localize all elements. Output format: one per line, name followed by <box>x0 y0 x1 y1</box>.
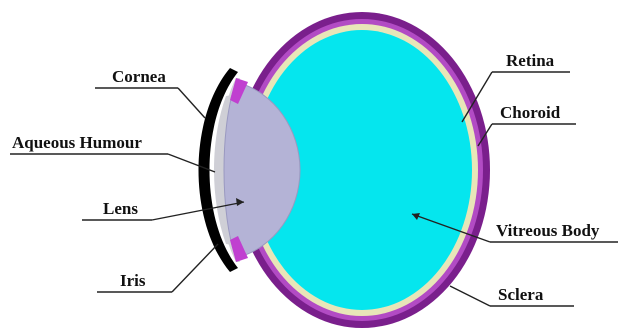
iris-leader <box>172 244 218 292</box>
lens-label: Lens <box>103 199 138 218</box>
aqueous-humour-label: Aqueous Humour <box>12 133 142 152</box>
sclera-label: Sclera <box>498 285 544 304</box>
cornea-label: Cornea <box>112 67 166 86</box>
iris-label: Iris <box>120 271 146 290</box>
retina-label: Retina <box>506 51 555 70</box>
choroid-label: Choroid <box>500 103 561 122</box>
cornea-leader <box>178 88 205 118</box>
vitreous-body-label: Vitreous Body <box>496 221 600 240</box>
sclera-leader <box>450 286 490 306</box>
